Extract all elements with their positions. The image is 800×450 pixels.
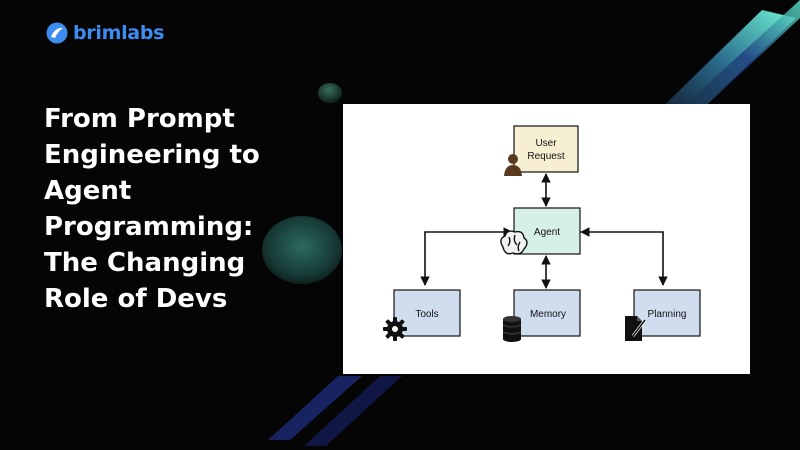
stripe-bottom-left: [268, 376, 362, 440]
brimlabs-logo-icon: [46, 22, 68, 44]
orb-large: [262, 216, 342, 284]
orb-small: [318, 83, 342, 103]
node-tools: Tools: [393, 289, 461, 337]
diagram-card: User Request Agent Tools: [343, 104, 750, 374]
gear-icon: [383, 317, 407, 341]
stripe-bottom-left-2: [304, 376, 402, 446]
node-user-request-label: User: [535, 138, 557, 149]
node-agent-label: Agent: [534, 227, 560, 238]
edge-agent-tools: [420, 227, 513, 286]
agent-diagram: User Request Agent Tools: [383, 125, 701, 342]
page-title: From Prompt Engineering to Agent Program…: [44, 101, 344, 317]
node-tools-label: Tools: [415, 309, 438, 320]
node-planning-label: Planning: [648, 309, 687, 320]
title-line: The Changing: [44, 248, 246, 278]
person-icon: [504, 154, 522, 176]
node-user-request-label: Request: [527, 151, 564, 162]
node-user-request: User Request: [513, 125, 579, 173]
edge-agent-planning: [580, 227, 668, 286]
title-line: Agent: [44, 176, 132, 206]
database-icon: [502, 316, 522, 342]
node-planning: Planning: [633, 289, 701, 337]
node-memory: Memory: [513, 289, 581, 337]
brain-icon: [500, 230, 528, 255]
title-line: Engineering to: [44, 140, 260, 170]
node-memory-label: Memory: [530, 309, 566, 320]
brand-logo[interactable]: brimlabs: [46, 22, 164, 44]
stripe-top-right-2: [690, 0, 800, 112]
document-pen-icon: [625, 316, 647, 341]
brand-name: brimlabs: [73, 22, 165, 44]
title-line: Programming:: [44, 212, 254, 242]
title-line: Role of Devs: [44, 284, 228, 314]
title-line: From Prompt: [44, 104, 235, 134]
